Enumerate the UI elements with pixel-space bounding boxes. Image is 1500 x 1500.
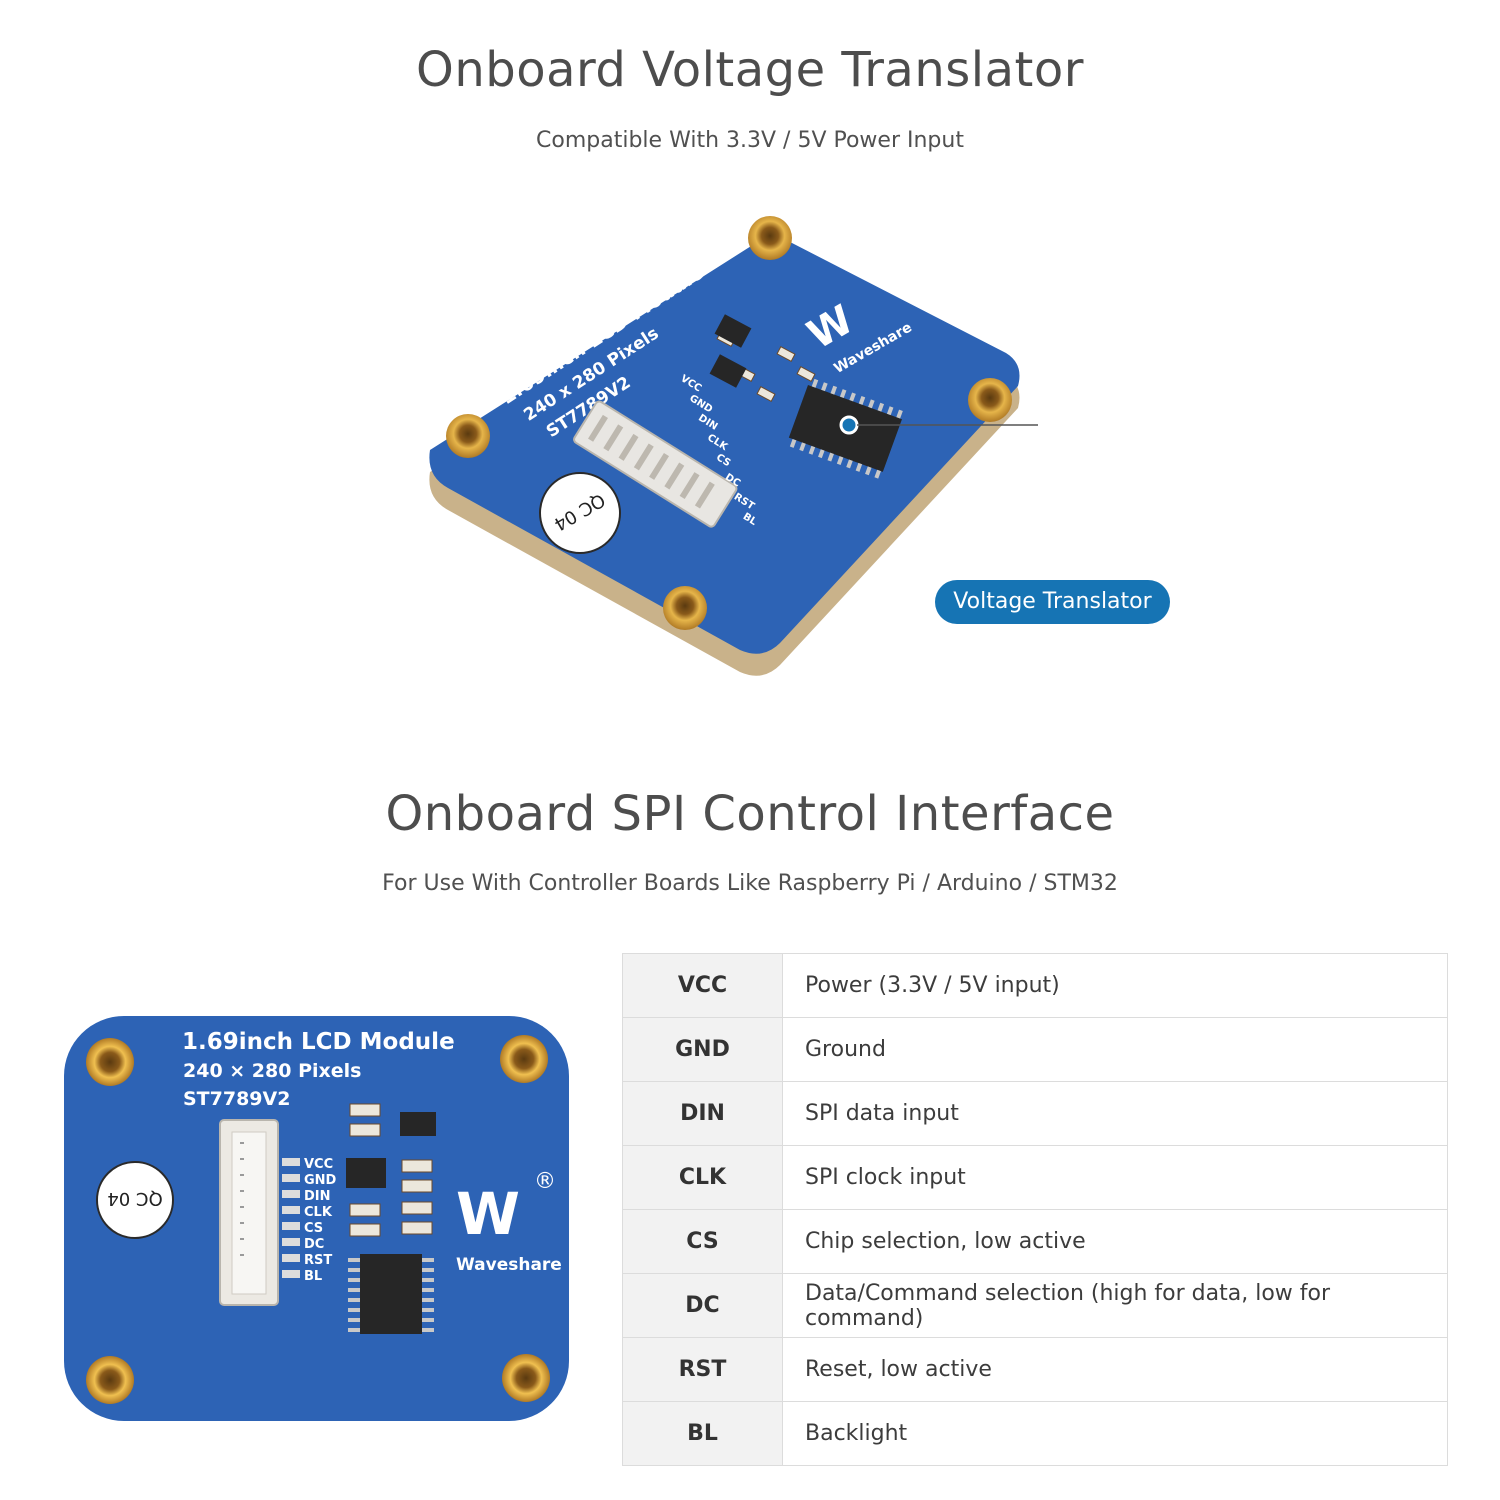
board2-qc: QC 04: [107, 1188, 162, 1209]
board2-label-2: 240 × 280 Pixels: [183, 1060, 362, 1082]
pin-name: CLK: [622, 1145, 783, 1210]
callout-dot-icon: [839, 415, 859, 435]
board2-label-3: ST7789V2: [183, 1088, 290, 1110]
pin-description: Reset, low active: [782, 1337, 1448, 1402]
pin-description: Power (3.3V / 5V input): [782, 953, 1448, 1018]
board-top-image: 1.69inch LCD Module 240 × 280 Pixels ST7…: [64, 1016, 569, 1421]
board2-brand: Waveshare: [456, 1255, 562, 1275]
callout-line: [857, 424, 1038, 426]
board2-pin-label: DC: [304, 1237, 324, 1252]
transistor-icon: [714, 314, 752, 348]
section2-subtitle: For Use With Controller Boards Like Rasp…: [382, 871, 1118, 896]
board2-pin-label: CS: [304, 1221, 323, 1236]
board2-pin-label: CLK: [304, 1205, 333, 1220]
pin-name: DIN: [622, 1081, 783, 1146]
pin-description: Data/Command selection (high for data, l…: [782, 1273, 1448, 1338]
chip-icon: [360, 1254, 422, 1334]
pin-description: Ground: [782, 1017, 1448, 1082]
board2-pin-label: DIN: [304, 1189, 331, 1204]
pin-name: BL: [622, 1401, 783, 1466]
board2-pin-label: VCC: [304, 1157, 333, 1172]
voltage-translator-badge: Voltage Translator: [935, 580, 1170, 624]
pin-name: CS: [622, 1209, 783, 1274]
section1-title: Onboard Voltage Translator: [416, 42, 1084, 98]
pin-description: Backlight: [782, 1401, 1448, 1466]
pin-description: SPI clock input: [782, 1145, 1448, 1210]
board-surface: [64, 1016, 569, 1421]
board-angled-image: 1.69inch LCD Module 240 x 280 Pixels ST7…: [429, 216, 1038, 676]
registered-icon: ®: [534, 1169, 556, 1194]
pin-description: SPI data input: [782, 1081, 1448, 1146]
section1-subtitle: Compatible With 3.3V / 5V Power Input: [536, 128, 964, 153]
logo-mark-icon: W: [456, 1180, 520, 1248]
standoff-icon: [86, 1035, 550, 1404]
pin-name: RST: [622, 1337, 783, 1402]
pin-name: GND: [622, 1017, 783, 1082]
qc-sticker-icon: [96, 1161, 174, 1239]
board2-label-1: 1.69inch LCD Module: [182, 1029, 455, 1055]
board2-pin-label: RST: [304, 1253, 332, 1268]
board2-pin-label: BL: [304, 1269, 322, 1284]
section2-title: Onboard SPI Control Interface: [385, 786, 1115, 842]
pin-name: VCC: [622, 953, 783, 1018]
standoff-icon: [446, 216, 1012, 630]
pin-description: Chip selection, low active: [782, 1209, 1448, 1274]
board2-pin-label: GND: [304, 1173, 337, 1188]
qc-sticker-icon: [539, 472, 621, 554]
transistor-icon: [400, 1112, 436, 1136]
pin-name: DC: [622, 1273, 783, 1338]
